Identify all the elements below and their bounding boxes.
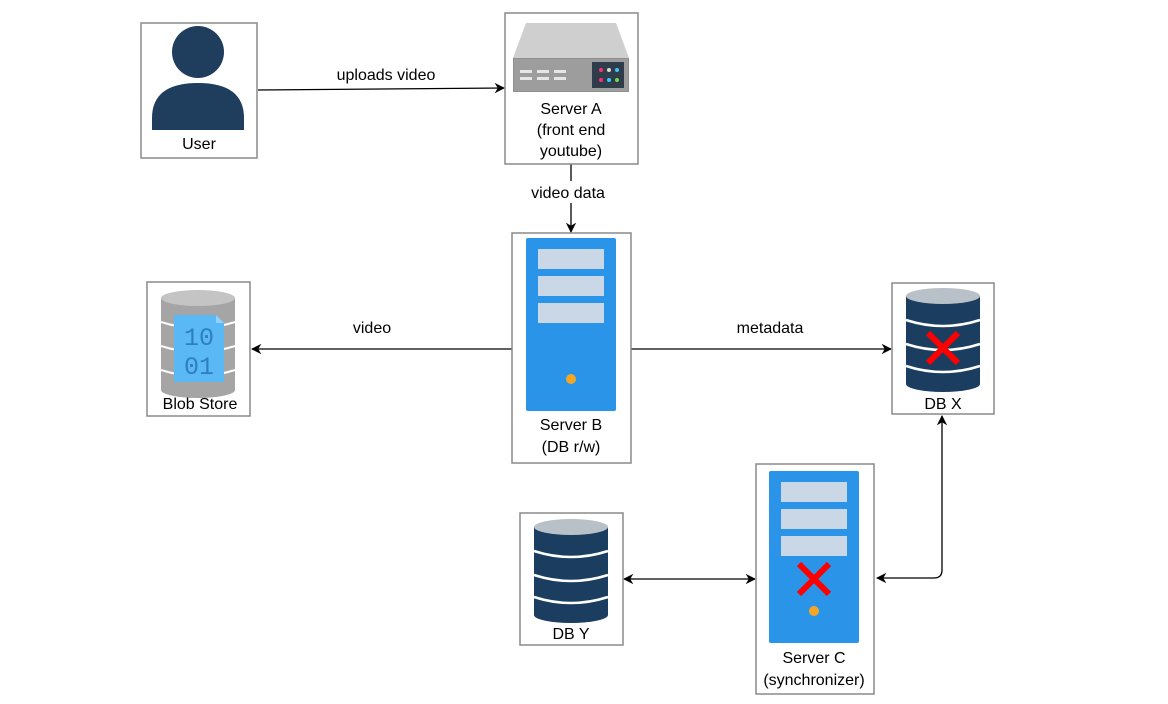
edge-user-to-server-a: uploads video (257, 67, 506, 94)
blob-glyph-line-2: 01 (184, 353, 214, 382)
node-blob-store[interactable]: 10 01 Blob Store (146, 281, 251, 417)
database-icon (533, 519, 609, 623)
rack-server-icon (513, 23, 629, 92)
blob-store-icon: 10 01 (160, 290, 236, 398)
edge-label-video-data: video data (531, 185, 605, 202)
node-server-a[interactable]: Server A (front end youtube) (504, 12, 639, 165)
server-b-label-line-2: (DB r/w) (542, 439, 601, 456)
blob-glyph-line-1: 10 (184, 324, 214, 353)
node-db-y[interactable]: DB Y (519, 512, 624, 646)
server-c-label-line-2: (synchronizer) (763, 672, 864, 689)
edge-label-video: video (353, 320, 391, 337)
user-icon (152, 26, 244, 130)
failure-x-icon (796, 561, 832, 597)
edge-server-c-db-x (875, 414, 948, 584)
node-server-c[interactable]: Server C (synchronizer) (755, 463, 875, 695)
server-a-label-line-2: (front end (537, 122, 605, 139)
db-y-label: DB Y (552, 626, 589, 643)
edge-server-b-to-db-x: metadata (631, 320, 893, 355)
node-server-b[interactable]: Server B (DB r/w) (511, 232, 632, 464)
user-label: User (182, 136, 216, 153)
database-icon (905, 288, 981, 392)
server-a-label-line-1: Server A (540, 101, 602, 118)
edge-label-metadata: metadata (737, 320, 804, 337)
db-x-label: DB X (924, 396, 962, 413)
edge-server-a-to-server-b: video data (522, 164, 618, 234)
tower-server-icon (526, 238, 616, 411)
tower-server-icon (769, 471, 859, 643)
edge-server-b-to-blob-store: video (250, 320, 512, 355)
server-a-label-line-3: youtube) (540, 143, 602, 160)
blob-store-label: Blob Store (163, 396, 238, 413)
failure-x-icon (925, 330, 961, 366)
node-db-x[interactable]: DB X (891, 282, 995, 415)
edge-label-uploads-video: uploads video (337, 67, 436, 84)
node-user[interactable]: User (140, 22, 258, 159)
server-c-label-line-1: Server C (782, 650, 845, 667)
server-b-label-line-1: Server B (540, 417, 602, 434)
